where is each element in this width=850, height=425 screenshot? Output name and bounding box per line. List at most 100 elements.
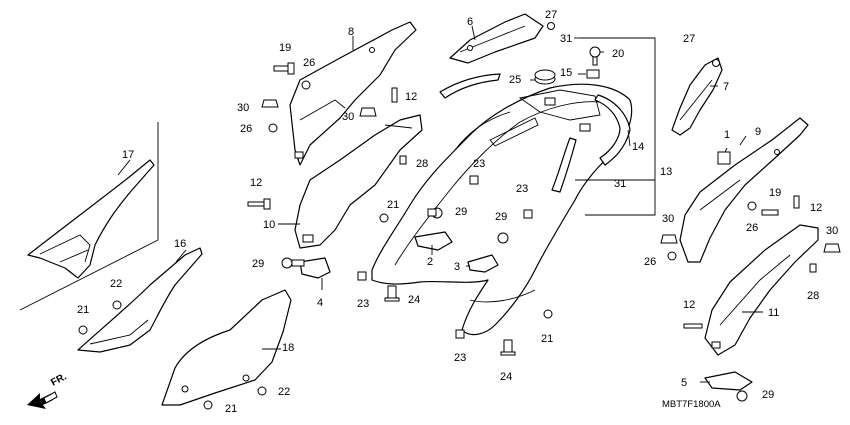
part-10-bracket	[294, 114, 423, 249]
bolt-29-mid2-icon	[497, 232, 509, 244]
diagram-code: MBT7F1800A	[662, 399, 721, 410]
callout-31-top: 31	[560, 33, 572, 45]
callout-9: 9	[755, 126, 761, 138]
callout-6: 6	[467, 16, 473, 28]
hardware	[78, 22, 841, 410]
callout-24-low: 24	[408, 294, 420, 306]
nut-23-low-icon	[357, 271, 367, 281]
front-arrow-icon	[27, 391, 58, 409]
callout-23-mid2: 23	[516, 183, 528, 195]
part-18-side-cover	[161, 289, 292, 406]
bolt-30-far-right-icon	[823, 243, 841, 253]
nut-23-mid-icon	[469, 175, 479, 185]
callout-2: 2	[427, 256, 433, 268]
callout-5: 5	[681, 377, 687, 389]
bolt-30-right-icon	[660, 234, 678, 244]
callout-3: 3	[454, 261, 460, 273]
callout-12-mid: 12	[405, 91, 417, 103]
bolt-19-left-icon	[273, 62, 295, 75]
screw-24-low-icon	[384, 285, 400, 302]
part-8-bracket	[289, 21, 417, 166]
clip-28-right-icon	[809, 263, 817, 273]
screw-21-bottom-icon	[203, 400, 213, 410]
callout-31-mid: 31	[614, 178, 626, 190]
callout-20: 20	[612, 48, 624, 60]
callout-4: 4	[317, 297, 323, 309]
clip-12-mid-icon	[391, 87, 398, 103]
callout-18: 18	[282, 342, 294, 354]
callout-19-right: 19	[769, 187, 781, 199]
callout-8: 8	[348, 26, 354, 38]
callout-1: 1	[724, 129, 730, 141]
bolt-29-left-icon	[281, 257, 305, 269]
nut-15-icon	[586, 69, 600, 79]
callout-22-left: 22	[110, 278, 122, 290]
callout-23-bottom: 23	[454, 352, 466, 364]
nut-27-right-icon	[712, 59, 720, 67]
clip-1-icon	[717, 151, 731, 165]
callout-23-mid: 23	[473, 158, 485, 170]
callout-30-far-right: 30	[826, 225, 838, 237]
callout-25: 25	[509, 74, 521, 86]
callout-29-right: 29	[762, 389, 774, 401]
screw-22-left-icon	[112, 300, 122, 310]
callout-13: 13	[660, 166, 672, 178]
screw-12-right-icon	[683, 323, 703, 329]
part-2-bracket	[414, 231, 453, 251]
washer-26-left2-icon	[268, 123, 278, 133]
part-11-bracket	[704, 224, 819, 356]
screw-21-right-icon	[543, 309, 553, 319]
callout-24-bottom: 24	[500, 371, 512, 383]
screw-21-left-icon	[78, 325, 88, 335]
part-16-side-rail	[77, 247, 203, 353]
callout-29-mid2: 29	[495, 211, 507, 223]
screw-12-left-icon	[247, 198, 271, 210]
part-31-trim-lower	[551, 137, 577, 193]
washer-26-right2-icon	[667, 251, 677, 261]
callout-27-top: 27	[545, 9, 557, 21]
part-5-bracket	[704, 371, 753, 391]
callout-19-left: 19	[279, 42, 291, 54]
callout-10: 10	[263, 219, 275, 231]
callout-26-left2: 26	[240, 123, 252, 135]
callout-27-right: 27	[683, 33, 695, 45]
callout-21-left: 21	[77, 304, 89, 316]
callout-26-left: 26	[303, 57, 315, 69]
screw-21-mid-icon	[379, 213, 389, 223]
bolt-20-icon	[589, 46, 601, 66]
callout-23-low: 23	[357, 298, 369, 310]
washer-26-right-icon	[747, 201, 757, 211]
front-label: FR.	[49, 371, 69, 388]
bolt-30-left-icon	[261, 99, 279, 108]
part-6-top-cover	[449, 13, 544, 64]
nut-23-bottom-icon	[455, 329, 465, 339]
bolt-19-right-icon	[761, 209, 779, 216]
callout-30-right: 30	[662, 213, 674, 225]
callout-26-right: 26	[746, 222, 758, 234]
callout-29-mid: 29	[455, 206, 467, 218]
clip-28-mid-icon	[399, 155, 407, 165]
part-31-trim-upper	[439, 73, 501, 99]
part-7-top-cover	[671, 57, 723, 136]
callout-11: 11	[768, 307, 779, 319]
left-panel-divider	[19, 122, 159, 311]
callout-30-mid: 30	[342, 111, 354, 123]
callout-26-right2: 26	[644, 256, 656, 268]
callout-21-right: 21	[541, 333, 553, 345]
nut-27-top-icon	[547, 22, 555, 30]
callout-29-left: 29	[252, 258, 264, 270]
callout-15: 15	[560, 67, 572, 79]
callout-14: 14	[632, 141, 644, 153]
leader-lines	[117, 25, 763, 383]
screw-24-bottom-icon	[500, 339, 516, 356]
nut-23-mid2-icon	[523, 209, 533, 219]
part-3-bracket	[467, 254, 499, 273]
callout-7: 7	[723, 81, 729, 93]
callout-17: 17	[122, 149, 134, 161]
callout-21-bottom: 21	[225, 403, 237, 415]
callout-21-mid: 21	[387, 199, 399, 211]
callout-12-right: 12	[810, 202, 822, 214]
part-14-side-strip	[594, 94, 631, 166]
